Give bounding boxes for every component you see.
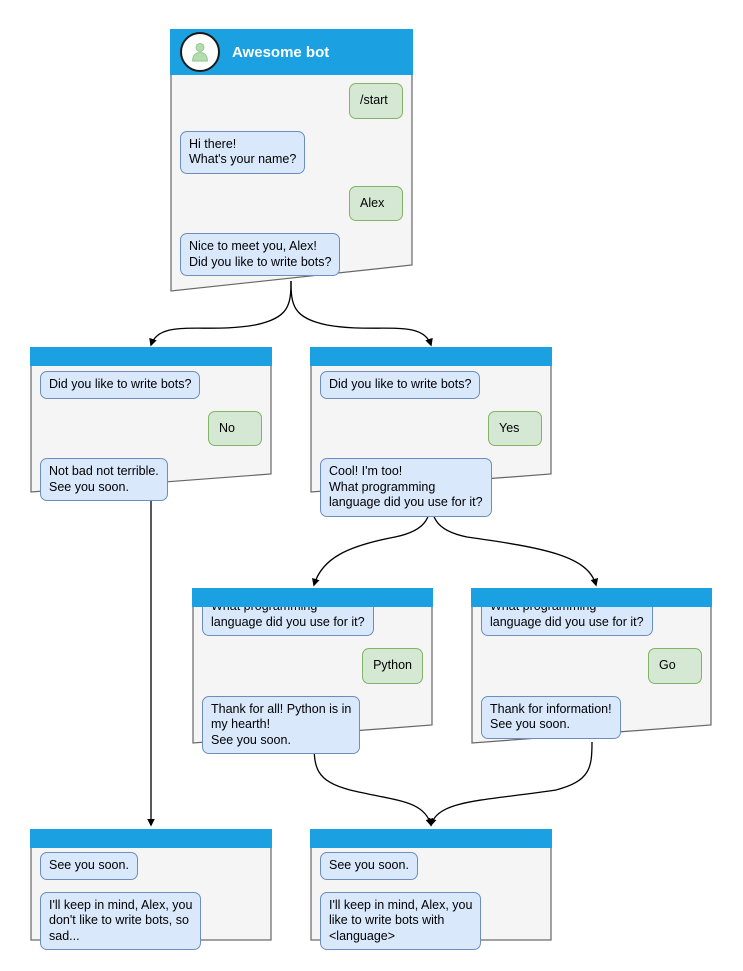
message-row: Cool! I'm too! What programming language…	[320, 458, 542, 517]
message-row: Python	[202, 648, 423, 684]
branch-python-screen[interactable]: What programming language did you use fo…	[192, 588, 433, 754]
message-list: /start Hi there! What's your name? Alex …	[170, 83, 413, 288]
message-row: Did you like to write bots?	[320, 371, 542, 399]
bot-message-bubble: Did you like to write bots?	[320, 371, 481, 399]
user-message-bubble: Go	[648, 648, 702, 684]
edge-go-to-end-happy	[428, 741, 593, 827]
bot-message-bubble: Did you like to write bots?	[40, 371, 201, 399]
message-row: No	[40, 410, 262, 446]
message-list: See you soon. I'll keep in mind, Alex, y…	[310, 852, 552, 962]
card-header	[310, 347, 552, 366]
bot-message-bubble: Thank for information! See you soon.	[481, 695, 621, 739]
card-header: Awesome bot	[170, 29, 413, 75]
card-header	[30, 829, 272, 848]
message-row: Alex	[180, 185, 403, 221]
user-message-bubble: No	[208, 410, 262, 446]
root-start-screen[interactable]: Awesome bot /start Hi there! What's your…	[170, 29, 413, 292]
message-list: See you soon. I'll keep in mind, Alex, y…	[30, 852, 272, 962]
message-row: Hi there! What's your name?	[180, 130, 403, 174]
message-row: Nice to meet you, Alex! Did you like to …	[180, 233, 403, 276]
message-row: Go	[481, 648, 702, 684]
bot-message-bubble: I'll keep in mind, Alex, you don't like …	[40, 891, 202, 950]
person-avatar-icon	[180, 32, 220, 72]
card-header	[192, 588, 433, 607]
bot-message-bubble: Cool! I'm too! What programming language…	[320, 458, 492, 517]
end-sad-screen[interactable]: See you soon. I'll keep in mind, Alex, y…	[30, 829, 272, 950]
branch-go-screen[interactable]: What programming language did you use fo…	[471, 588, 712, 744]
user-message-bubble: /start	[349, 83, 403, 119]
user-message-bubble: Python	[362, 648, 423, 684]
card-header	[471, 588, 712, 607]
user-message-bubble: Alex	[349, 185, 403, 221]
branch-yes-screen[interactable]: Did you like to write bots? Yes Cool! I'…	[310, 347, 552, 517]
branch-no-screen[interactable]: Did you like to write bots? No Not bad n…	[30, 347, 272, 501]
message-list: Did you like to write bots? No Not bad n…	[30, 371, 272, 513]
message-row: /start	[180, 83, 403, 119]
bot-message-bubble: Not bad not terrible. See you soon.	[40, 458, 168, 501]
message-list: What programming language did you use fo…	[471, 593, 712, 751]
message-list: Did you like to write bots? Yes Cool! I'…	[310, 371, 552, 529]
message-row: Thank for all! Python is in my hearth! S…	[202, 695, 423, 754]
message-row: See you soon.	[40, 852, 262, 880]
bot-message-bubble: See you soon.	[320, 852, 418, 880]
message-list: What programming language did you use fo…	[192, 593, 433, 766]
bot-message-bubble: Thank for all! Python is in my hearth! S…	[202, 695, 361, 754]
message-row: I'll keep in mind, Alex, you don't like …	[40, 891, 262, 950]
bot-title: Awesome bot	[232, 43, 330, 61]
message-row: Yes	[320, 410, 542, 446]
message-row: Thank for information! See you soon.	[481, 695, 702, 739]
card-header	[310, 829, 552, 848]
user-message-bubble: Yes	[488, 410, 542, 446]
bot-message-bubble: Hi there! What's your name?	[180, 130, 306, 174]
bot-message-bubble: Nice to meet you, Alex! Did you like to …	[180, 233, 341, 276]
card-header	[30, 347, 272, 366]
message-row: I'll keep in mind, Alex, you like to wri…	[320, 891, 542, 950]
message-row: Not bad not terrible. See you soon.	[40, 458, 262, 501]
bot-message-bubble: See you soon.	[40, 852, 138, 880]
message-row: Did you like to write bots?	[40, 371, 262, 399]
bot-message-bubble: I'll keep in mind, Alex, you like to wri…	[320, 891, 482, 950]
message-row: See you soon.	[320, 852, 542, 880]
end-happy-screen[interactable]: See you soon. I'll keep in mind, Alex, y…	[310, 829, 552, 950]
